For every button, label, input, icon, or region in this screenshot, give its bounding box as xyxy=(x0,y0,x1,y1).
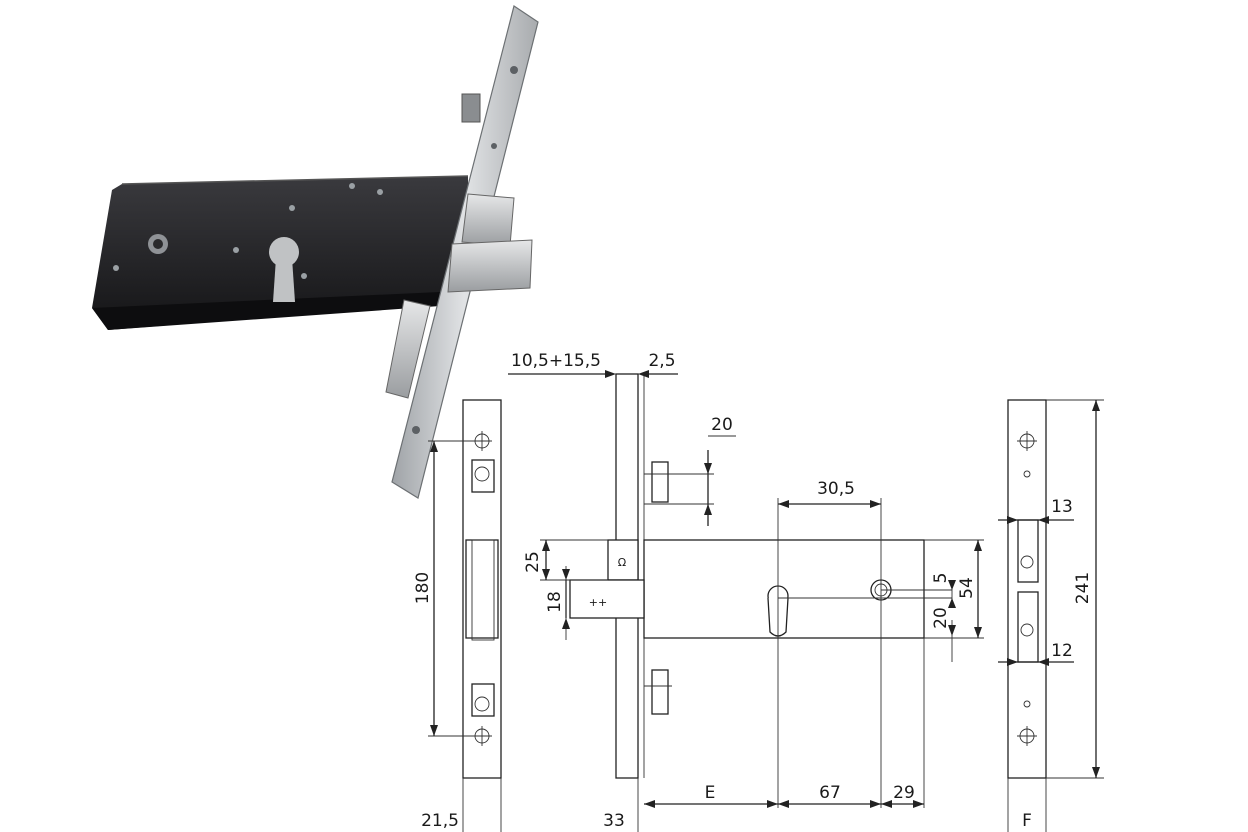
dim-latch-height: 25 xyxy=(523,551,543,573)
lower-latch xyxy=(385,299,431,399)
dim-front-height: 180 xyxy=(413,572,433,604)
dim-rear-offset: 29 xyxy=(893,783,915,803)
svg-text:Ω: Ω xyxy=(618,556,626,569)
dim-strike-width: 13 xyxy=(1051,497,1073,517)
dim-cylinder-lower: 20 xyxy=(931,607,951,629)
dim-faceplate-depth: 33 xyxy=(603,811,625,831)
front-view: 180 21,5 xyxy=(413,399,502,832)
dim-backset: E xyxy=(705,783,716,803)
deadbolt xyxy=(447,239,533,293)
dim-strike-length: 241 xyxy=(1073,572,1093,604)
dim-case-height: 54 xyxy=(957,577,977,599)
dim-pin-gap: 20 xyxy=(711,415,733,435)
top-latch-pin xyxy=(461,93,481,123)
dim-faceplate-thickness: 2,5 xyxy=(648,351,675,371)
strike-plate xyxy=(1007,399,1047,779)
cylinder-hole-icon xyxy=(269,237,299,302)
dim-deadbolt-height: 18 xyxy=(545,591,565,613)
dim-center-distance: 67 xyxy=(819,783,841,803)
strike-view: 241 13 12 F xyxy=(998,399,1104,832)
dim-front-width: 21,5 xyxy=(421,811,459,831)
dim-cylinder-spacing: 30,5 xyxy=(817,479,855,499)
dim-side-offset: 10,5+15,5 xyxy=(511,351,601,371)
dim-spindle-offset: 5 xyxy=(931,573,951,584)
upper-latch xyxy=(461,193,515,247)
svg-text:++: ++ xyxy=(589,596,607,609)
side-view: Ω ++ 10,5+15,5 2,5 20 xyxy=(508,351,984,832)
dim-strike-lower-width: 12 xyxy=(1051,641,1073,661)
lock-render-image xyxy=(92,5,539,499)
dim-strike-label: F xyxy=(1022,811,1032,831)
